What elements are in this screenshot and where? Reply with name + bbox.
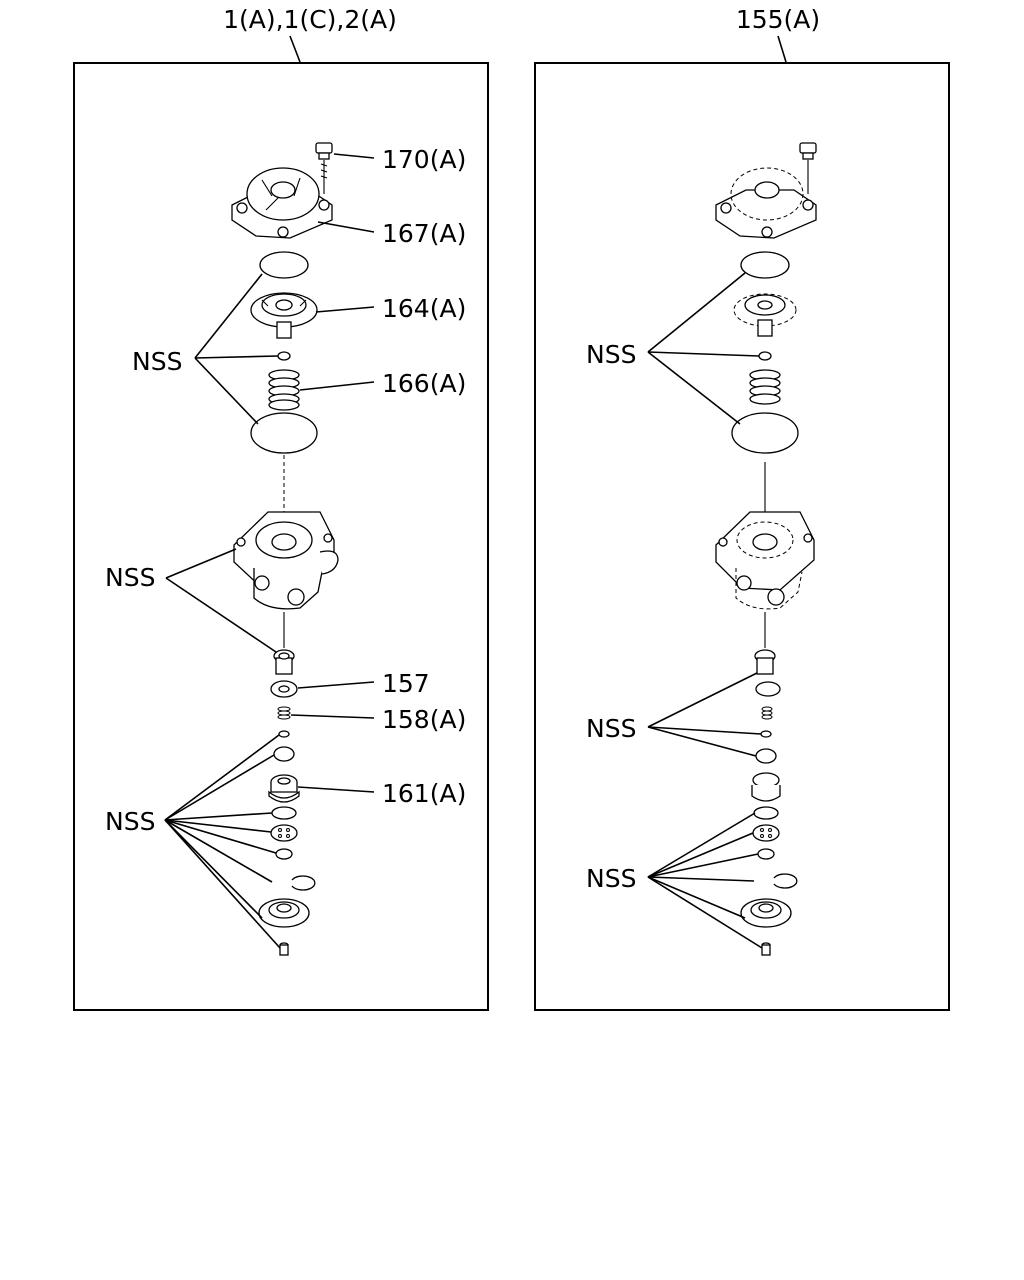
- nss-leader: [164, 819, 281, 949]
- o-ring-medium: [273, 746, 295, 762]
- cap-part-right: [740, 898, 792, 928]
- nss-leader: [164, 812, 273, 821]
- nss-leader: [647, 876, 763, 949]
- bolt-part-right: [799, 142, 817, 194]
- o-ring-medium-right: [755, 748, 777, 764]
- leader-166: [299, 381, 375, 391]
- nss-leader: [647, 272, 746, 353]
- washer-part-right: [755, 681, 781, 697]
- diaphragm-disc-upper: [259, 251, 309, 279]
- leader-167: [317, 221, 375, 233]
- snap-ring-upper: [271, 806, 297, 820]
- diaphragm-disc-lower: [250, 412, 318, 454]
- leader-161: [297, 786, 375, 793]
- nss-label-left-1: NSS: [132, 347, 182, 376]
- small-spring-part-right: [761, 706, 773, 720]
- spring-part-right: [749, 369, 781, 405]
- nss-label-right-2: NSS: [586, 714, 636, 743]
- diaphragm-disc-lower-right: [731, 412, 799, 454]
- nss-leader: [164, 734, 280, 821]
- cap-part: [258, 898, 310, 928]
- callout-157: 157: [382, 669, 430, 698]
- callout-161: 161(A): [382, 779, 466, 808]
- nss-label-right-1: NSS: [586, 340, 636, 369]
- nss-leader: [647, 726, 757, 757]
- nss-label-left-3: NSS: [105, 807, 155, 836]
- filter-disc-part-right: [752, 824, 780, 842]
- nss-leader: [164, 819, 277, 854]
- right-panel-frame: [534, 62, 950, 1011]
- piston-part-right: [733, 293, 797, 337]
- leader-158: [290, 714, 375, 719]
- snap-ring-lower-right: [773, 873, 798, 889]
- bushing-part: [273, 649, 295, 675]
- nss-leader: [164, 754, 275, 821]
- bolt-170-part: [315, 142, 333, 194]
- spring-158-part: [277, 706, 291, 720]
- nss-leader: [647, 853, 759, 878]
- tiny-o-ring: [278, 730, 290, 738]
- nss-leader: [164, 819, 273, 883]
- diaphragm-disc-upper-right: [740, 251, 790, 279]
- nss-leader: [647, 672, 758, 728]
- plug-part: [279, 942, 289, 956]
- nss-label-left-2: NSS: [105, 563, 155, 592]
- small-washer-right: [757, 848, 775, 860]
- seat-161-part: [268, 774, 300, 803]
- leader-164: [315, 306, 375, 313]
- callout-170: 170(A): [382, 145, 466, 174]
- nss-leader: [647, 351, 760, 357]
- nss-leader: [164, 819, 272, 833]
- callout-164: 164(A): [382, 294, 466, 323]
- nss-leader: [647, 726, 762, 735]
- bushing-part-right: [754, 649, 776, 675]
- cover-167-part: [231, 167, 333, 239]
- small-o-ring-upper: [277, 351, 291, 361]
- right-heading-leader: [777, 35, 787, 63]
- nss-leader: [164, 819, 263, 919]
- nss-leader: [194, 355, 279, 359]
- piston-164-part: [250, 292, 318, 339]
- snap-ring-lower: [291, 875, 316, 891]
- right-panel-heading: 155(A): [736, 5, 820, 34]
- left-panel-frame: [73, 62, 489, 1011]
- nss-leader: [194, 273, 263, 359]
- valve-body-part: [233, 511, 339, 610]
- nss-leader: [165, 548, 237, 579]
- plug-part-right: [761, 942, 771, 956]
- nss-leader: [647, 812, 756, 878]
- callout-158: 158(A): [382, 705, 466, 734]
- filter-disc-part: [270, 824, 298, 842]
- left-heading-leader: [289, 35, 301, 63]
- left-panel-heading: 1(A),1(C),2(A): [223, 5, 397, 34]
- leader-170: [333, 153, 375, 159]
- snap-ring-upper-right: [753, 806, 779, 820]
- nss-leader: [165, 577, 277, 653]
- small-o-ring-upper-right: [758, 351, 772, 361]
- small-washer: [275, 848, 293, 860]
- nss-leader: [647, 876, 746, 919]
- leader-157: [297, 681, 375, 689]
- tiny-o-ring-right: [760, 730, 772, 738]
- spring-166-part: [268, 369, 300, 411]
- callout-167: 167(A): [382, 219, 466, 248]
- nss-leader: [647, 832, 754, 878]
- nss-leader: [647, 876, 755, 882]
- valve-body-part-right: [715, 511, 815, 610]
- nss-leader: [647, 351, 741, 425]
- nss-leader: [194, 357, 259, 425]
- cover-part-right: [715, 167, 817, 239]
- seat-part-right: [751, 772, 781, 802]
- right-panel: 155(A): [534, 5, 950, 1011]
- callout-166: 166(A): [382, 369, 466, 398]
- left-panel: 1(A),1(C),2(A): [73, 5, 489, 1011]
- nss-label-right-3: NSS: [586, 864, 636, 893]
